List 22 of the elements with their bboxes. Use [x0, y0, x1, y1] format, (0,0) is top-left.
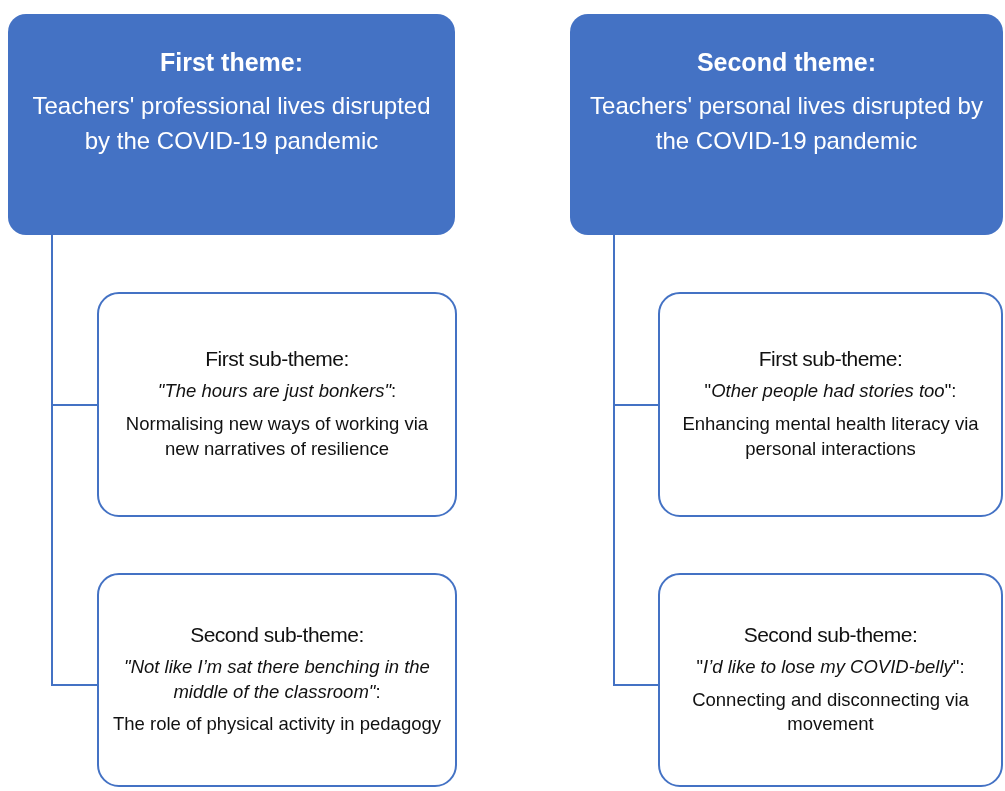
quote-text: "The hours are just bonkers":: [157, 379, 397, 404]
sub-theme-box: [658, 292, 1003, 517]
theme-description: Teachers' personal lives disrupted by the COVID-19 pandemic: [589, 91, 984, 156]
theme-description: Teachers' professional lives disrupted by the COVID-19 pandemic: [31, 91, 432, 156]
theme-box: [8, 14, 455, 235]
sub-theme-description: The role of physical activity in pedagogy: [112, 712, 441, 737]
sub-theme-box: [97, 292, 457, 517]
sub-theme-heading: First sub-theme:: [205, 347, 349, 372]
sub-theme-heading: First sub-theme:: [758, 347, 903, 372]
theme-box: [570, 14, 1003, 235]
sub-theme-heading: Second sub-theme:: [743, 622, 918, 647]
sub-theme-description: Connecting and disconnecting via movement: [691, 687, 970, 737]
theme-heading: Second theme:: [696, 48, 877, 77]
theme-heading: First theme:: [159, 48, 304, 77]
quote-text: "Not like I’m sat there benching in the middle of the classroom":: [123, 654, 431, 704]
sub-theme-heading: Second sub-theme:: [190, 622, 364, 647]
sub-theme-description: Enhancing mental health literacy via personal interactions: [681, 412, 980, 461]
quote-text: "I’d like to lose my COVID-belly":: [696, 654, 965, 679]
sub-theme-description: Normalising new ways of working via new narratives of resilience: [124, 412, 430, 461]
sub-theme-box: [97, 573, 457, 787]
quote-text: "Other people had stories too":: [704, 379, 957, 404]
sub-theme-box: [658, 573, 1003, 787]
